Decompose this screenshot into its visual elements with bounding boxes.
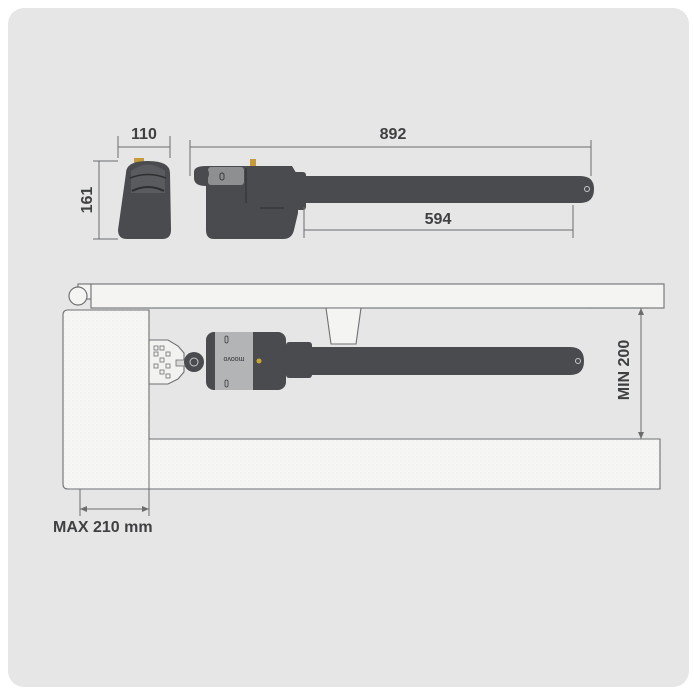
min-offset-value: MIN 200 [616,340,633,401]
motor-side-view [194,159,594,239]
max-offset-value: MAX 210 mm [53,519,153,536]
overall-length-value: 892 [380,126,407,143]
motor-front-view [118,158,171,239]
min-offset-dimension: MIN 200 [588,307,648,439]
mounting-bracket [148,339,189,385]
motor-installed: moovo [184,332,584,390]
brand-logo: moovo [223,355,244,362]
diagram-card: 110 161 892 594 [8,8,689,687]
wall-structure [62,309,661,490]
width-value: 110 [131,126,157,143]
installation-diagram: 110 161 892 594 [53,126,665,536]
overall-length-dimension: 892 [189,126,592,176]
gate-leaf [68,283,665,345]
stroke-dimension: 594 [303,205,574,238]
height-dimension: 161 [79,160,118,240]
width-dimension: 110 [117,126,171,158]
stroke-value: 594 [425,211,452,228]
max-offset-dimension: MAX 210 mm [53,439,153,536]
height-value: 161 [79,187,96,214]
